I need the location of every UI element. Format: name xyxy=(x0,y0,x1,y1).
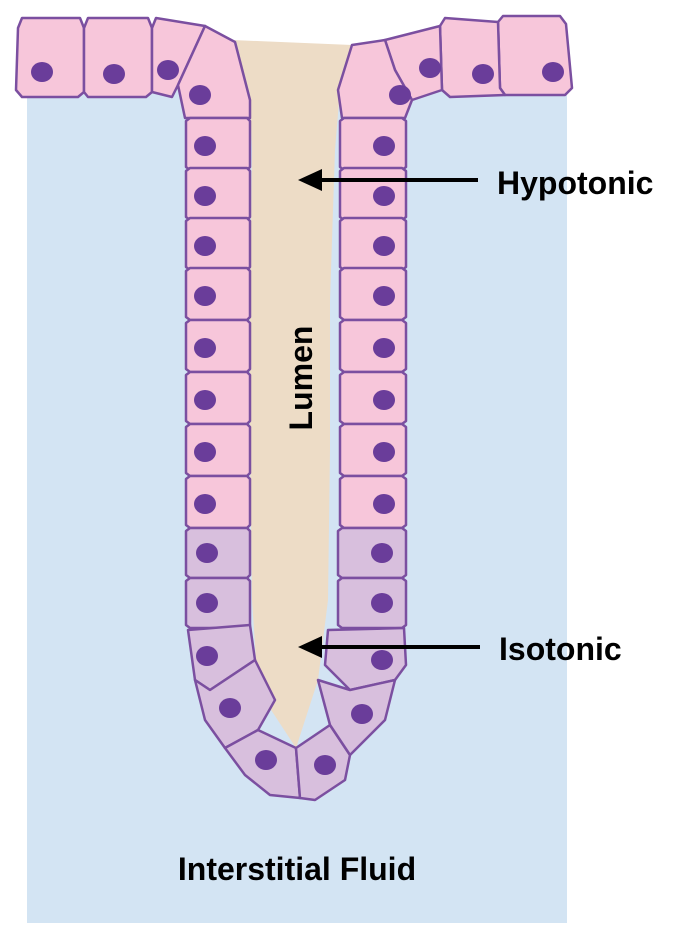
isotonic-label: Isotonic xyxy=(499,631,622,667)
cell-membrane xyxy=(340,218,406,270)
cell-nucleus xyxy=(419,58,441,78)
cell-nucleus xyxy=(255,750,277,770)
epithelial-cell xyxy=(186,476,250,528)
cell-membrane xyxy=(84,18,152,97)
cell-nucleus xyxy=(189,85,211,105)
cell-nucleus xyxy=(194,494,216,514)
cell-nucleus xyxy=(371,650,393,670)
epithelial-cell xyxy=(186,424,250,476)
cell-nucleus xyxy=(194,338,216,358)
cell-nucleus xyxy=(196,543,218,563)
cell-nucleus xyxy=(194,442,216,462)
cell-nucleus xyxy=(219,698,241,718)
cell-nucleus xyxy=(103,64,125,84)
epithelial-cell xyxy=(84,18,152,97)
cell-nucleus xyxy=(373,494,395,514)
epithelial-cell xyxy=(440,18,505,97)
cell-nucleus xyxy=(373,136,395,156)
cell-nucleus xyxy=(472,64,494,84)
epithelial-cell xyxy=(186,528,250,578)
cell-membrane xyxy=(498,16,572,95)
cell-membrane xyxy=(340,476,406,528)
epithelial-cell xyxy=(186,578,250,628)
cell-membrane xyxy=(340,268,406,320)
cell-nucleus xyxy=(196,593,218,613)
cell-membrane xyxy=(340,168,406,220)
epithelial-cell xyxy=(340,268,406,320)
hypotonic-label: Hypotonic xyxy=(497,165,653,201)
cell-nucleus xyxy=(373,186,395,206)
cell-nucleus xyxy=(351,704,373,724)
epithelial-cell xyxy=(16,18,84,97)
cell-nucleus xyxy=(373,338,395,358)
cell-nucleus xyxy=(196,646,218,666)
epithelial-cell xyxy=(186,372,250,424)
epithelial-cell xyxy=(186,320,250,372)
interstitial-fluid-label: Interstitial Fluid xyxy=(178,851,416,887)
cell-nucleus xyxy=(389,85,411,105)
cell-nucleus xyxy=(31,62,53,82)
cell-nucleus xyxy=(194,390,216,410)
cell-nucleus xyxy=(314,755,336,775)
cell-membrane xyxy=(340,424,406,476)
cell-membrane xyxy=(16,18,84,97)
cell-membrane xyxy=(340,320,406,372)
cell-nucleus xyxy=(157,60,179,80)
epithelial-cell xyxy=(186,268,250,320)
epithelial-cell xyxy=(338,578,406,628)
epithelial-cell xyxy=(340,118,406,170)
epithelial-cell xyxy=(186,118,250,170)
cell-nucleus xyxy=(194,236,216,256)
epithelial-cell xyxy=(498,16,572,95)
epithelial-cell xyxy=(340,476,406,528)
cell-nucleus xyxy=(194,286,216,306)
epithelial-cell xyxy=(340,424,406,476)
cell-nucleus xyxy=(542,62,564,82)
epithelial-cell xyxy=(340,168,406,220)
cell-nucleus xyxy=(194,136,216,156)
cell-nucleus xyxy=(194,186,216,206)
epithelial-cell xyxy=(340,320,406,372)
cell-nucleus xyxy=(371,543,393,563)
cell-nucleus xyxy=(373,286,395,306)
cell-membrane xyxy=(440,18,505,97)
epithelial-cell xyxy=(340,218,406,270)
cell-nucleus xyxy=(373,390,395,410)
epithelial-cell xyxy=(186,168,250,220)
cell-nucleus xyxy=(371,593,393,613)
cell-membrane xyxy=(340,118,406,170)
cell-nucleus xyxy=(373,236,395,256)
cell-membrane xyxy=(340,372,406,424)
epithelial-cell xyxy=(338,528,406,578)
lumen-label: Lumen xyxy=(283,326,319,431)
cell-nucleus xyxy=(373,442,395,462)
epithelial-cell xyxy=(340,372,406,424)
epithelial-cell xyxy=(186,218,250,270)
